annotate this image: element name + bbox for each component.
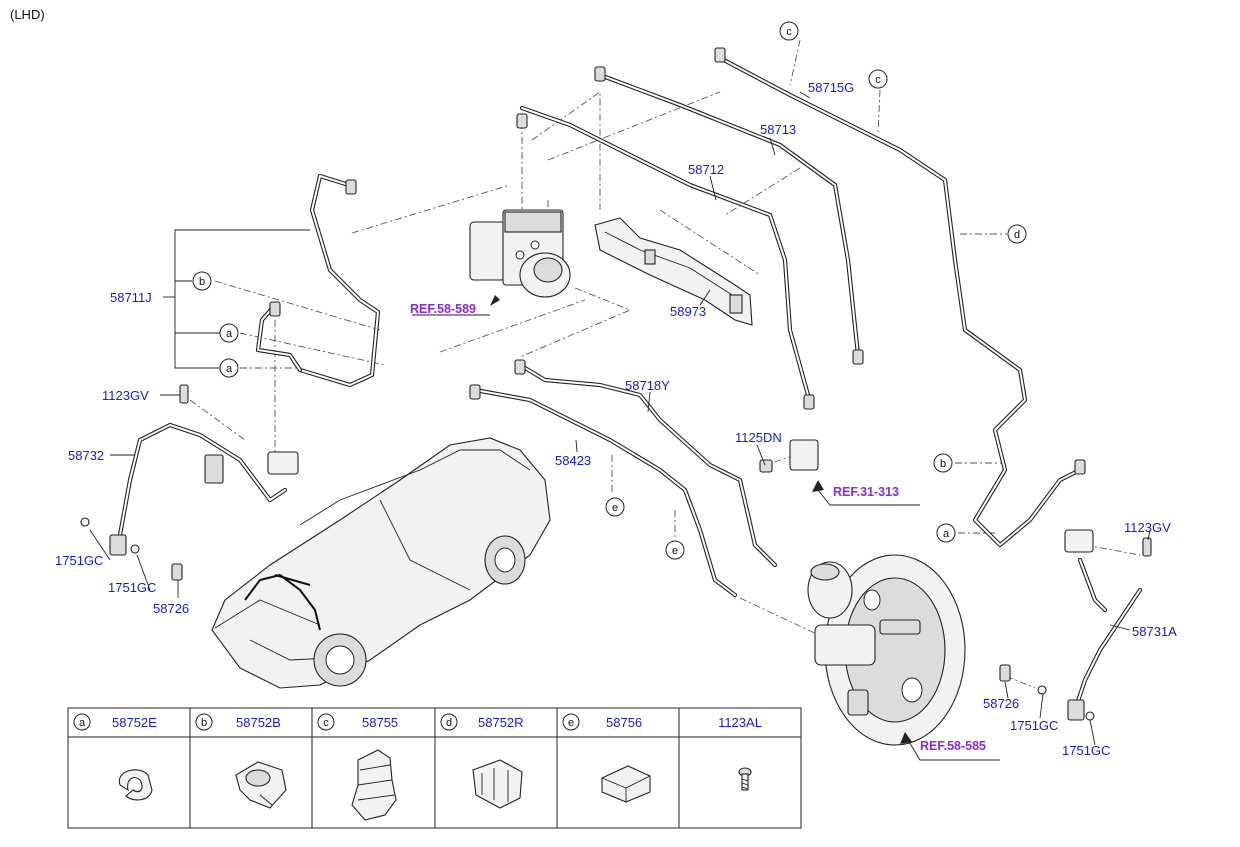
- callout-a-text: a: [226, 328, 233, 340]
- callout-c-bubble: [779, 21, 799, 41]
- callout-c-bubble-2: [868, 69, 888, 89]
- callout-bubbles: b a a c c d b a e e: [192, 21, 1027, 560]
- legend-part-58756: 58756: [606, 715, 642, 730]
- callout-a-bubble-2: [219, 358, 239, 378]
- legend-letter-a: a: [79, 717, 86, 729]
- callout-c-text-2: c: [875, 74, 881, 86]
- ref-31-313-link[interactable]: REF.31-313: [833, 485, 899, 499]
- label-58711J: 58711J: [110, 290, 152, 305]
- clip-d-icon: [472, 759, 523, 809]
- label-58712: 58712: [688, 162, 724, 177]
- callout-c-text: c: [786, 26, 792, 38]
- label-1123GV-right: 1123GV: [1124, 520, 1171, 535]
- label-58726-right: 58726: [983, 696, 1019, 711]
- label-58713: 58713: [760, 122, 796, 137]
- assembly-dash-lines: [189, 39, 1141, 689]
- label-58731A: 58731A: [1132, 624, 1177, 639]
- callout-d-bubble: [1007, 224, 1027, 244]
- callout-d-text: d: [1014, 229, 1020, 241]
- legend-part-58755: 58755: [362, 715, 398, 730]
- label-58423: 58423: [555, 453, 591, 468]
- vehicle-illustration: [211, 437, 551, 689]
- clip-e-icon: [601, 765, 651, 803]
- callout-b-text: b: [199, 276, 205, 288]
- lhd-note: (LHD): [10, 7, 45, 22]
- callout-a-text-2: a: [226, 363, 233, 375]
- brake-pipes: [117, 55, 1143, 713]
- callout-a-text-3: a: [943, 528, 950, 540]
- callout-a-bubble-3: [936, 523, 956, 543]
- brake-booster: [807, 554, 966, 746]
- legend-letter-b: b: [201, 717, 207, 729]
- callout-b-bubble-2: [933, 453, 953, 473]
- label-1751GC-c: 1751GC: [1010, 718, 1058, 733]
- ref-arrows: [490, 295, 912, 744]
- part-labels: 58715G 58713 58712 58711J 58973 1123GV 5…: [55, 80, 1177, 758]
- callout-e-text: e: [612, 502, 618, 514]
- bolt-1123AL-icon: [738, 767, 752, 791]
- legend-letter-d: d: [446, 717, 452, 729]
- label-58715G: 58715G: [808, 80, 854, 95]
- group-bracket-58711J: [163, 229, 310, 369]
- label-1751GC-b: 1751GC: [108, 580, 156, 595]
- callout-b-text-2: b: [940, 458, 946, 470]
- label-1123GV-left: 1123GV: [102, 388, 149, 403]
- legend-part-58752E: 58752E: [112, 715, 157, 730]
- label-1751GC-d: 1751GC: [1062, 743, 1110, 758]
- callout-e-text-2: e: [672, 545, 678, 557]
- ref-58-585-link[interactable]: REF.58-585: [920, 739, 986, 753]
- label-1125DN: 1125DN: [735, 430, 782, 445]
- callout-a-bubble: [219, 323, 239, 343]
- callout-b-bubble: [192, 271, 212, 291]
- legend-part-58752B: 58752B: [236, 715, 281, 730]
- callout-e-bubble-2: [665, 540, 685, 560]
- label-1751GC-a: 1751GC: [55, 553, 103, 568]
- hose-brackets: [80, 384, 1152, 721]
- label-58732: 58732: [68, 448, 104, 463]
- legend-part-58752R: 58752R: [478, 715, 524, 730]
- ref-58-589-link[interactable]: REF.58-589: [410, 302, 476, 316]
- reference-links[interactable]: REF.58-589 REF.31-313 REF.58-585: [410, 302, 986, 753]
- pipe-fittings: [269, 47, 1086, 475]
- legend-part-1123AL: 1123AL: [718, 715, 762, 730]
- callout-e-bubble: [605, 497, 625, 517]
- legend-letter-e: e: [568, 717, 574, 729]
- label-58973: 58973: [670, 304, 706, 319]
- clip-b-icon: [235, 761, 287, 809]
- label-58718Y: 58718Y: [625, 378, 670, 393]
- label-leaders: [89, 91, 1151, 761]
- bracket-58973: [594, 217, 753, 326]
- clip-a-icon: [118, 769, 153, 801]
- legend-letter-c: c: [323, 717, 329, 729]
- clip-c-icon: [351, 749, 397, 821]
- clip-legend-table: a 58752E b 58752B c 58755 d 58752R e 587…: [67, 707, 802, 829]
- abs-modulator: [469, 209, 571, 298]
- label-58726-left: 58726: [153, 601, 189, 616]
